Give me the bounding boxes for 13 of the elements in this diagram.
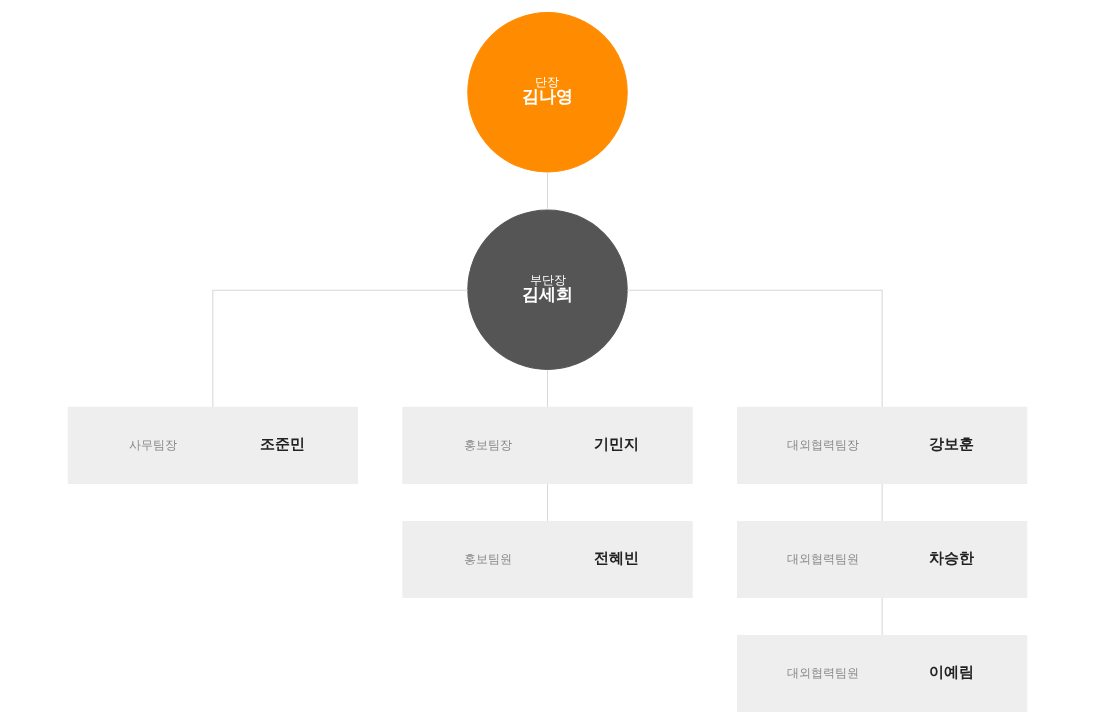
node-box: 홍보팀원 전혜빈 bbox=[401, 520, 693, 598]
node-box: 대외협력팀원 차승한 bbox=[736, 520, 1027, 598]
connector bbox=[546, 171, 548, 211]
node-circle: 부단장 김세희 bbox=[466, 209, 628, 370]
node-box: 대외협력팀장 강보훈 bbox=[736, 406, 1027, 484]
node-circle: 단장 김나영 bbox=[466, 12, 628, 173]
connector bbox=[211, 289, 468, 408]
node-box: 대외협력팀원 이예림 bbox=[736, 634, 1027, 712]
connector bbox=[546, 483, 548, 522]
node-box: 홍보팀장 기민지 bbox=[401, 406, 693, 484]
connector bbox=[546, 369, 548, 408]
connector bbox=[626, 289, 883, 408]
node-box: 사무팀장 조준민 bbox=[67, 406, 358, 484]
